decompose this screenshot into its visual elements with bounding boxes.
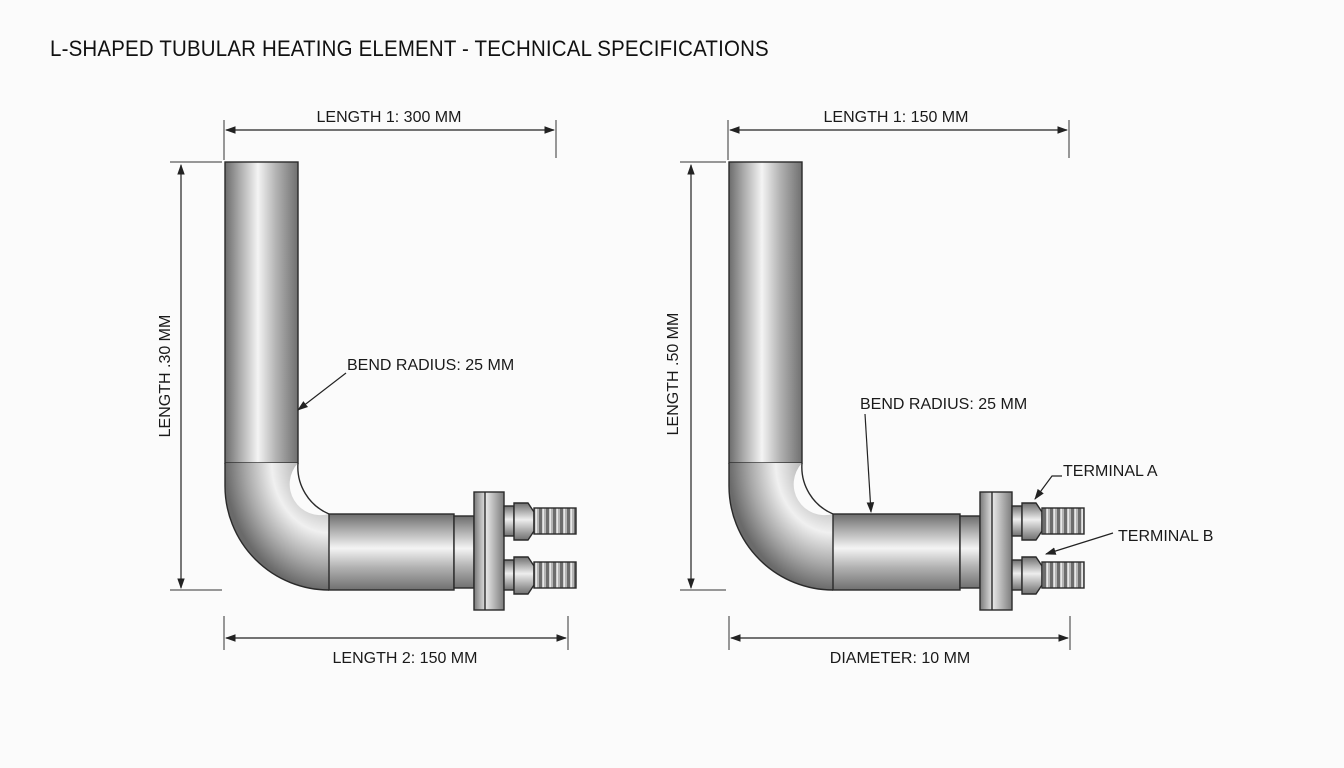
- left-vertical-tube: [224, 161, 299, 464]
- right-bend-callout: BEND RADIUS: 25 MM: [860, 396, 1027, 514]
- left-terminal-upper: [503, 502, 577, 541]
- right-terminal-b: [1011, 556, 1085, 595]
- right-top-dimension: LENGTH 1: 150 MM: [727, 109, 1070, 160]
- left-bend: [225, 463, 329, 590]
- right-top-dim-label: LENGTH 1: 150 MM: [824, 109, 969, 126]
- terminal-a-callout: TERMINAL A: [1034, 463, 1158, 500]
- right-bottom-dimension: DIAMETER: 10 MM: [728, 616, 1071, 667]
- right-flange: [979, 491, 1013, 611]
- left-side-dimension: LENGTH .30 MM: [157, 161, 222, 591]
- page-title: L-SHAPED TUBULAR HEATING ELEMENT - TECHN…: [50, 36, 769, 61]
- right-side-dim-label: LENGTH .50 MM: [665, 313, 682, 436]
- left-bottom-dim-label: LENGTH 2: 150 MM: [333, 650, 478, 667]
- right-bend: [729, 463, 833, 590]
- terminal-b-label: TERMINAL B: [1118, 528, 1213, 545]
- left-bend-callout: BEND RADIUS: 25 MM: [297, 357, 514, 411]
- right-side-dimension: LENGTH .50 MM: [665, 161, 726, 591]
- left-view: LENGTH 1: 300 MM LENGTH .30 MM LENGTH 2:…: [157, 109, 577, 667]
- left-collar: [453, 515, 475, 589]
- right-view: LENGTH 1: 150 MM LENGTH .50 MM DIAMETER:…: [665, 109, 1213, 667]
- left-flange: [473, 491, 505, 611]
- left-top-dimension: LENGTH 1: 300 MM: [223, 109, 557, 160]
- left-bottom-dimension: LENGTH 2: 150 MM: [223, 616, 569, 667]
- left-top-dim-label: LENGTH 1: 300 MM: [317, 109, 462, 126]
- left-horizontal-tube: [328, 513, 455, 591]
- right-heating-element: [728, 161, 1085, 611]
- left-bend-label: BEND RADIUS: 25 MM: [347, 357, 514, 374]
- right-collar: [959, 515, 981, 589]
- right-bend-label: BEND RADIUS: 25 MM: [860, 396, 1027, 413]
- right-horizontal-tube: [832, 513, 961, 591]
- right-terminal-a: [1011, 502, 1085, 541]
- right-vertical-tube: [728, 161, 803, 464]
- terminal-a-label: TERMINAL A: [1063, 463, 1158, 480]
- terminal-b-callout: TERMINAL B: [1044, 528, 1213, 555]
- left-side-dim-label: LENGTH .30 MM: [157, 315, 174, 438]
- right-bottom-dim-label: DIAMETER: 10 MM: [830, 650, 970, 667]
- left-terminal-lower: [503, 556, 577, 595]
- left-heating-element: [224, 161, 577, 611]
